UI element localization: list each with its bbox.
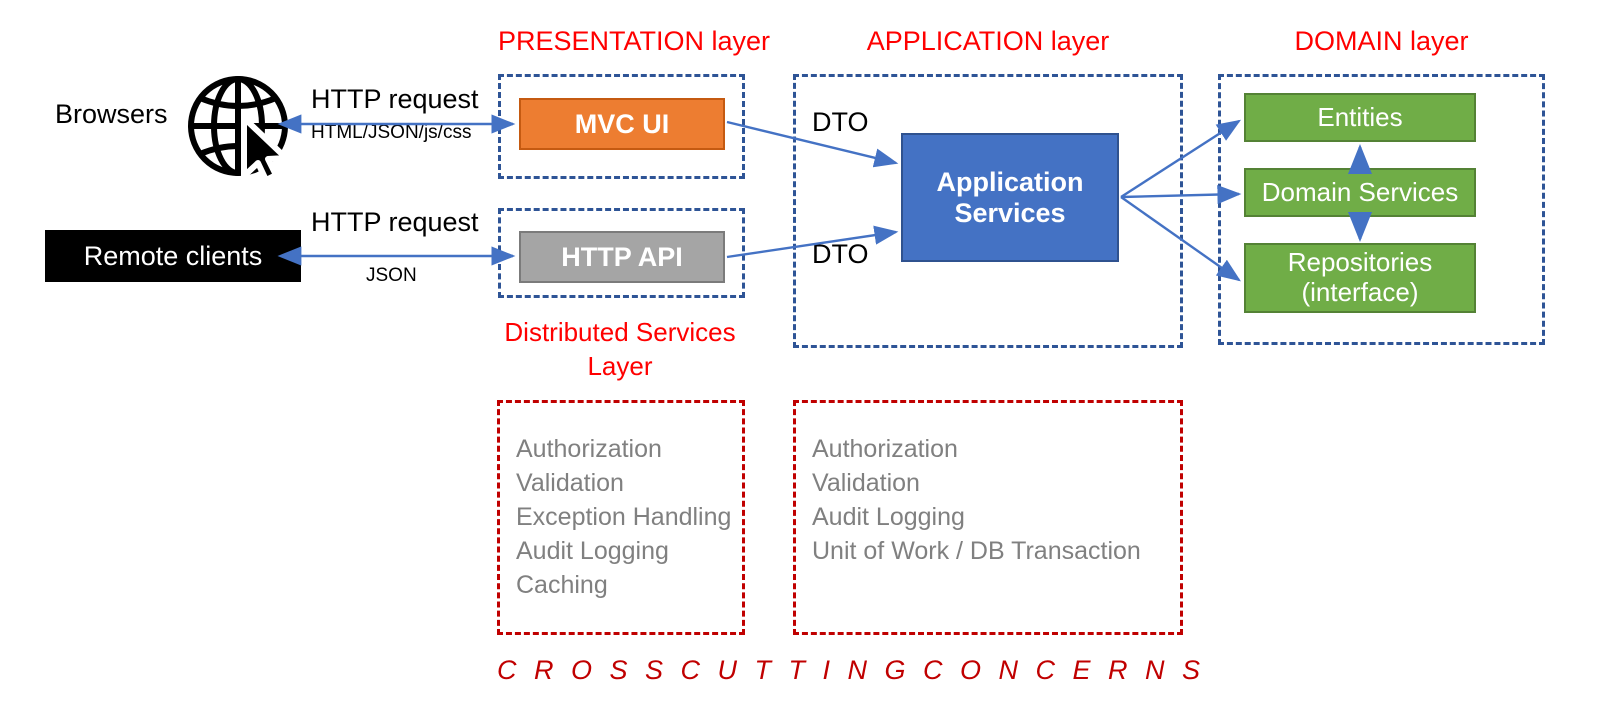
mvc-ui-box: MVC UI (519, 98, 725, 150)
dto-bottom-label: DTO (812, 239, 869, 269)
application-services-box: Application Services (901, 133, 1119, 262)
domain-layer-title: DOMAIN layer (1294, 26, 1469, 56)
list-item: Audit Logging (812, 503, 965, 531)
repositories-box: Repositories (interface) (1244, 243, 1476, 313)
repositories-label-line1: Repositories (1287, 247, 1433, 278)
list-item: Caching (516, 571, 608, 599)
distributed-title-line2: Layer (587, 351, 653, 381)
application-services-label-line2: Services (954, 197, 1066, 228)
distributed-title-line1: Distributed Services (504, 317, 736, 347)
list-item: Validation (812, 469, 920, 497)
browser-response-label: HTML/JSON/js/css (311, 122, 472, 143)
application-concerns-list: Authorization Validation Audit Logging U… (812, 432, 1141, 568)
remote-clients-box: Remote clients (45, 230, 301, 282)
list-item: Authorization (516, 435, 662, 463)
application-concerns-container (793, 400, 1183, 635)
dto-top-label: DTO (812, 107, 869, 137)
domain-services-box: Domain Services (1244, 168, 1476, 217)
application-layer-title: APPLICATION layer (866, 26, 1110, 56)
application-services-label-line1: Application (936, 166, 1084, 197)
presentation-layer-title: PRESENTATION layer (498, 26, 771, 56)
list-item: Validation (516, 469, 624, 497)
remote-http-request-label: HTTP request (311, 207, 479, 237)
list-item: Authorization (812, 435, 958, 463)
globe-cursor-icon (186, 70, 296, 183)
list-item: Unit of Work / DB Transaction (812, 537, 1141, 565)
list-item: Audit Logging (516, 537, 669, 565)
browsers-label: Browsers (55, 99, 168, 129)
distributed-concerns-container (497, 400, 745, 635)
distributed-services-layer-title: Distributed Services Layer (490, 315, 750, 383)
mvc-ui-label: MVC UI (574, 108, 670, 139)
domain-services-label: Domain Services (1261, 176, 1459, 207)
entities-label: Entities (1317, 101, 1403, 132)
list-item: Exception Handling (516, 503, 732, 531)
entities-box: Entities (1244, 93, 1476, 142)
http-api-label: HTTP API (561, 241, 683, 272)
remote-clients-label: Remote clients (83, 240, 263, 271)
repositories-label-line2: (interface) (1301, 277, 1419, 307)
cross-cutting-concerns-footer: C R O S S C U T T I N G C O N C E R N S (497, 655, 1206, 685)
remote-response-label: JSON (366, 265, 417, 286)
distributed-concerns-list: Authorization Validation Exception Handl… (516, 432, 731, 602)
browser-http-request-label: HTTP request (311, 84, 479, 114)
http-api-box: HTTP API (519, 231, 725, 283)
